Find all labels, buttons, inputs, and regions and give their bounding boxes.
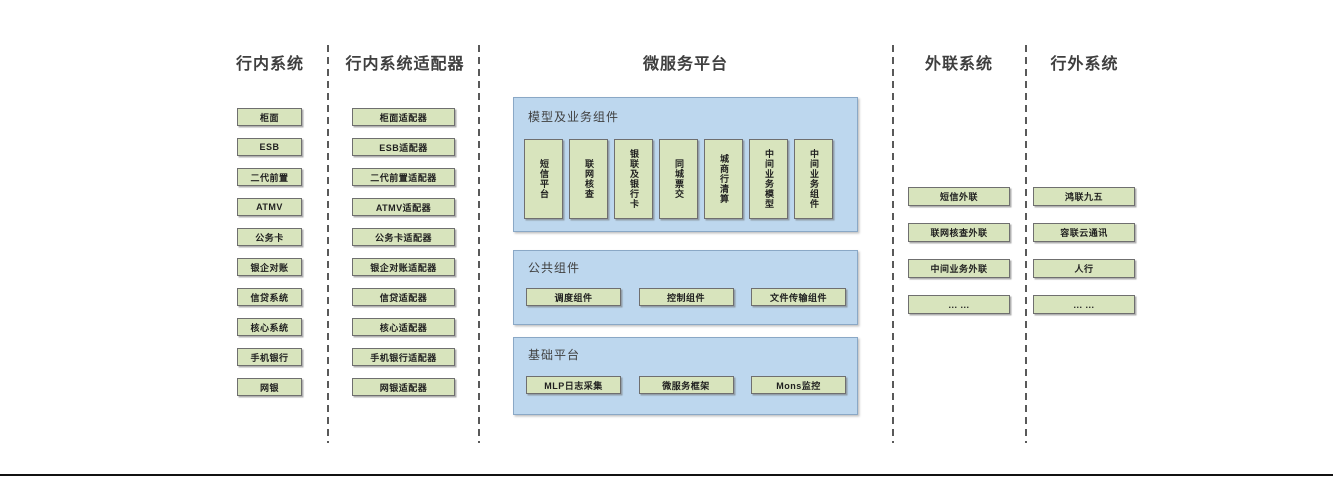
- outbound-system-box: 中间业务外联: [908, 259, 1010, 278]
- adapter-box: 柜面适配器: [352, 108, 455, 126]
- column-divider: [1025, 45, 1027, 443]
- panel-title: 公共组件: [528, 261, 581, 275]
- base-platform-row: MLP日志采集 微服务框架 Mons监控: [526, 376, 846, 394]
- model-component-box: 银联及银行卡: [614, 139, 653, 219]
- external-system-box: 人行: [1033, 259, 1135, 278]
- internal-system-box: 二代前置: [237, 168, 302, 186]
- outbound-systems-column: 短信外联 联网核查外联 中间业务外联 ... ...: [908, 187, 1010, 314]
- internal-system-box: 手机银行: [237, 348, 302, 366]
- internal-system-box: 网银: [237, 378, 302, 396]
- model-component-label: 中间业务模型: [764, 149, 774, 209]
- external-system-box: 鸿联九五: [1033, 187, 1135, 206]
- panel-title: 模型及业务组件: [528, 110, 620, 124]
- internal-system-box: ESB: [237, 138, 302, 156]
- adapter-box: ESB适配器: [352, 138, 455, 156]
- model-component-label: 中间业务组件: [809, 149, 819, 209]
- column-header-microservice-platform: 微服务平台: [642, 56, 728, 73]
- bottom-rule: [0, 474, 1333, 476]
- model-component-box: 短信平台: [524, 139, 563, 219]
- adapter-box: 核心适配器: [352, 318, 455, 336]
- external-system-box: 容联云通讯: [1033, 223, 1135, 242]
- model-component-box: 中间业务组件: [794, 139, 833, 219]
- common-components-row: 调度组件 控制组件 文件传输组件: [526, 288, 846, 306]
- common-component-box: 文件传输组件: [751, 288, 846, 306]
- column-divider: [478, 45, 480, 443]
- adapter-box: 二代前置适配器: [352, 168, 455, 186]
- column-header-external-systems: 行外系统: [1050, 56, 1119, 73]
- common-component-box: 调度组件: [526, 288, 621, 306]
- model-component-box: 同城票交: [659, 139, 698, 219]
- common-component-box: 控制组件: [638, 288, 734, 306]
- adapter-box: 手机银行适配器: [352, 348, 455, 366]
- base-platform-box: 微服务框架: [638, 376, 734, 394]
- adapter-box: 信贷适配器: [352, 288, 455, 306]
- internal-system-box: 信贷系统: [237, 288, 302, 306]
- column-divider: [892, 45, 894, 443]
- panel-common-components: 公共组件 调度组件 控制组件 文件传输组件: [513, 250, 858, 325]
- model-component-label: 短信平台: [539, 159, 549, 199]
- model-components-row: 短信平台 联网核查 银联及银行卡 同城票交 城商行清算 中间业务模型 中间业务组…: [524, 139, 833, 219]
- column-header-outbound-systems: 外联系统: [924, 56, 993, 73]
- adapter-box: ATMV适配器: [352, 198, 455, 216]
- outbound-system-box: ... ...: [908, 295, 1010, 314]
- internal-system-box: 柜面: [237, 108, 302, 126]
- outbound-system-box: 联网核查外联: [908, 223, 1010, 242]
- model-component-label: 银联及银行卡: [629, 149, 639, 209]
- internal-system-box: 公务卡: [237, 228, 302, 246]
- internal-system-box: 银企对账: [237, 258, 302, 276]
- external-system-box: ... ...: [1033, 295, 1135, 314]
- column-header-internal-systems: 行内系统: [235, 56, 304, 73]
- panel-title: 基础平台: [528, 348, 581, 362]
- model-component-label: 城商行清算: [719, 154, 729, 204]
- panel-model-business-components: 模型及业务组件 短信平台 联网核查 银联及银行卡 同城票交 城商行清算 中间业务…: [513, 97, 858, 232]
- model-component-box: 城商行清算: [704, 139, 743, 219]
- internal-adapters-column: 柜面适配器 ESB适配器 二代前置适配器 ATMV适配器 公务卡适配器 银企对账…: [352, 108, 455, 396]
- model-component-box: 联网核查: [569, 139, 608, 219]
- column-divider: [327, 45, 329, 443]
- model-component-label: 同城票交: [674, 159, 684, 199]
- model-component-box: 中间业务模型: [749, 139, 788, 219]
- internal-systems-column: 柜面 ESB 二代前置 ATMV 公务卡 银企对账 信贷系统 核心系统 手机银行…: [237, 108, 302, 396]
- adapter-box: 公务卡适配器: [352, 228, 455, 246]
- outbound-system-box: 短信外联: [908, 187, 1010, 206]
- column-header-internal-adapters: 行内系统适配器: [345, 56, 465, 73]
- model-component-label: 联网核查: [584, 159, 594, 199]
- base-platform-box: Mons监控: [751, 376, 846, 394]
- base-platform-box: MLP日志采集: [526, 376, 621, 394]
- internal-system-box: ATMV: [237, 198, 302, 216]
- internal-system-box: 核心系统: [237, 318, 302, 336]
- adapter-box: 银企对账适配器: [352, 258, 455, 276]
- external-systems-column: 鸿联九五 容联云通讯 人行 ... ...: [1033, 187, 1135, 314]
- panel-base-platform: 基础平台 MLP日志采集 微服务框架 Mons监控: [513, 337, 858, 415]
- adapter-box: 网银适配器: [352, 378, 455, 396]
